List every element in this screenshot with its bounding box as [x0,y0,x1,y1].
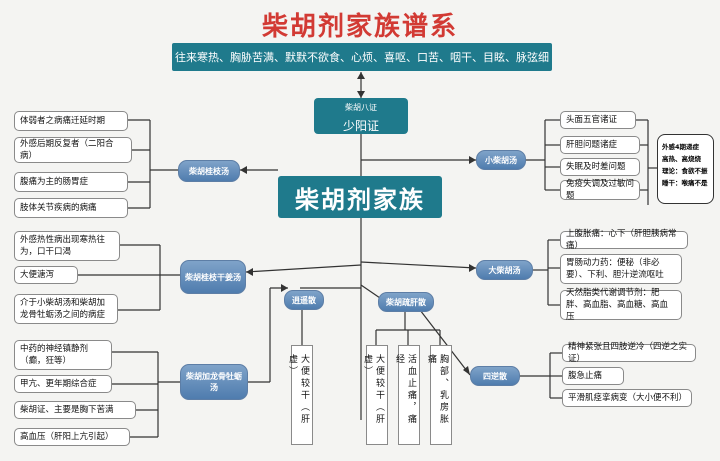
node-longgu: 柴胡加龙骨牡蛎汤 [180,364,248,400]
node-ganjiang: 柴胡桂枝干姜汤 [180,260,246,294]
shaoyang-small-label: 柴胡八证 [345,103,377,112]
shugan-text-2: 活血止痛，痛经 [394,345,420,445]
guizhi-item-3: 腹痛为主的肠胃症 [14,172,128,192]
xiao-item-4: 免疫失调及过敏问题 [560,179,640,201]
shaoyang-node: 柴胡八证 少阳证 [314,98,408,134]
note-line-4: 睡干：喉痛不是 [662,179,708,187]
xiao-item-2: 肝胆问题诸症 [560,136,640,154]
xiao-item-3: 失眠及时差问题 [560,158,640,176]
ganjiang-item-1: 外感热性病出现寒热往为，口干口渴 [14,231,120,261]
note-line-1: 外感4期递症 [662,143,700,151]
shugan-text-3: 胸部、乳房胀痛 [426,345,452,445]
shugan-text-1: 大便较干（肝虚） [362,345,388,445]
sini-item-3: 平滑肌痉挛病变（大小便不利） [562,389,692,407]
xiao-item-1: 头面五官诸证 [560,111,636,129]
diagram-title: 柴胡剂家族谱系 [261,12,458,42]
sini-item-1: 精神紧张且四肢逆冷（四逆之实证） [562,342,696,364]
node-xiaoyao: 逍遥散 [284,290,324,310]
da-item-3: 天然脂类代谢调节剂：肥胖、高血脂、高血糖、高血压 [560,288,682,322]
note-line-2: 高热、高烧烧 [662,155,701,163]
da-item-2: 胃肠动力药：便秘（非必要）、下利、胆汁逆流呕吐 [560,254,682,284]
node-guizhi: 柴胡桂枝汤 [178,160,240,182]
longgu-item-1: 中药的神经镇静剂（癫，狂等） [14,340,112,370]
center-node: 柴胡剂家族 [278,176,442,218]
node-sini: 四逆散 [470,366,520,386]
guizhi-item-1: 体弱者之病痛迁延时期 [14,111,128,131]
longgu-item-4: 高血压（肝阳上亢引起） [14,428,130,446]
ganjiang-item-2: 大便溏泻 [14,266,78,284]
shaoyang-main-label: 少阳证 [342,119,379,133]
node-da: 大柴胡汤 [476,260,533,280]
sini-item-2: 腹急止痛 [562,367,624,385]
note-line-3: 理论：食欲不振 [662,167,708,175]
longgu-item-3: 柴胡证、主要是胸下苦满 [14,401,136,419]
node-xiao: 小柴胡汤 [476,150,526,170]
xiao-note: 外感4期递症 高热、高烧烧 理论：食欲不振 睡干：喉痛不是 [657,134,714,204]
symptom-banner: 往来寒热、胸胁苦满、默默不欲食、心烦、喜呕、口苦、咽干、目眩、脉弦细 [172,43,552,71]
xiaoyao-text: 大便较干（肝虚） [287,345,313,445]
da-item-1: 上腹胀痛：心下（肝胆胰病常痛） [560,229,688,251]
ganjiang-item-3: 介于小柴胡汤和柴胡加龙骨牡蛎汤之间的病症 [14,294,118,324]
guizhi-item-2: 外感后期反复者（二阳合病） [14,137,132,163]
guizhi-item-4: 肢体关节疾病的病痛 [14,198,128,218]
node-shugan: 柴胡疏肝散 [378,292,434,312]
longgu-item-2: 甲亢、更年期综合症 [14,375,112,393]
